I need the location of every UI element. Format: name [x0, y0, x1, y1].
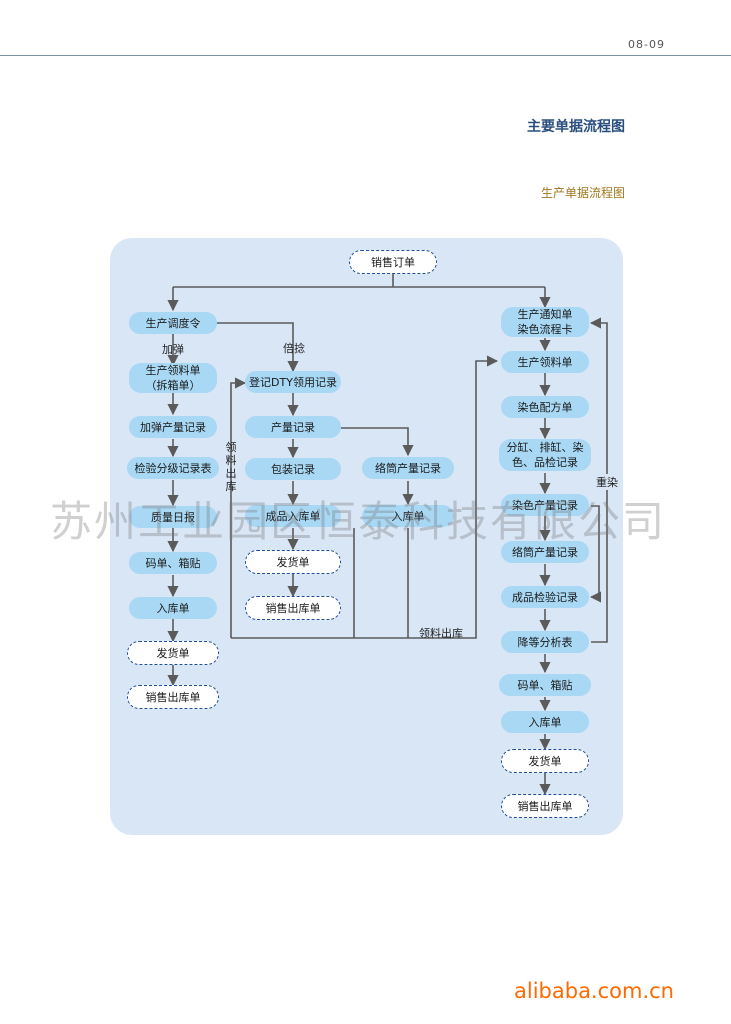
alibaba-brand: alibaba.com.cn	[514, 979, 674, 1003]
sales-out-mid-node: 销售出库单	[245, 596, 341, 620]
material-out-vertical-label: 领料出库	[225, 441, 237, 493]
connector-loop-left	[230, 377, 247, 638]
prod-dispatch-node: 生产调度令	[129, 312, 217, 334]
downgrade-node: 降等分析表	[501, 631, 589, 653]
dye-recipe-node: 染色配方单	[501, 396, 589, 418]
connector-redye-inner	[589, 505, 602, 603]
winding-mid-node: 络筒产量记录	[362, 457, 454, 479]
flowchart-panel	[110, 238, 623, 835]
prod-notice-node: 生产通知单 染色流程卡	[501, 307, 589, 337]
dye-steps-node: 分缸、排缸、染 色、品检记录	[499, 439, 591, 471]
dty-register-node: 登记DTY领用记录	[245, 371, 341, 393]
sales-out-left-node: 销售出库单	[127, 685, 219, 709]
ship-right-node: 发货单	[501, 749, 589, 773]
winding-right-node: 络筒产量记录	[501, 541, 589, 563]
stockin-right-node: 入库单	[501, 711, 589, 733]
prod-pick-right-node: 生产领料单	[501, 351, 589, 373]
connector-output-winding	[341, 427, 414, 457]
output-record-node: 产量记录	[245, 416, 341, 438]
texture-output-node: 加弹产量记录	[129, 416, 217, 438]
finished-stockin-node: 成品入库单	[245, 505, 341, 527]
company-watermark: 苏州工业园区恒泰科技有限公司	[50, 497, 667, 546]
page-title: 主要单据流程图	[527, 119, 625, 135]
page-subtitle: 生产单据流程图	[540, 186, 625, 200]
pack-record-node: 包装记录	[245, 458, 341, 480]
stockin-left-node: 入库单	[129, 597, 217, 619]
material-out-label: 领料出库	[419, 627, 463, 640]
final-inspect-node: 成品检验记录	[501, 586, 589, 608]
inspect-grade-node: 检验分级记录表	[127, 457, 219, 479]
dye-output-node: 染色产量记录	[501, 494, 589, 516]
redye-label: 重染	[596, 474, 618, 490]
sales-order-node: 销售订单	[349, 250, 437, 274]
code-box-left-node: 码单、箱贴	[129, 552, 217, 574]
ship-mid-node: 发货单	[245, 550, 341, 574]
page-number: 08-09	[628, 38, 665, 51]
header-rule	[0, 55, 731, 56]
code-box-right-node: 码单、箱贴	[499, 674, 591, 696]
ship-left-node: 发货单	[127, 641, 219, 665]
sales-out-right-node: 销售出库单	[501, 794, 589, 818]
prod-pick-left-node: 生产领料单 （拆箱单）	[129, 363, 217, 393]
quality-daily-node: 质量日报	[129, 506, 217, 528]
connector-dispatch-dty	[216, 322, 299, 373]
texturing-label: 加弹	[162, 343, 184, 356]
stockin-mid-node: 入库单	[362, 505, 454, 527]
doubling-label: 倍捻	[283, 342, 305, 355]
